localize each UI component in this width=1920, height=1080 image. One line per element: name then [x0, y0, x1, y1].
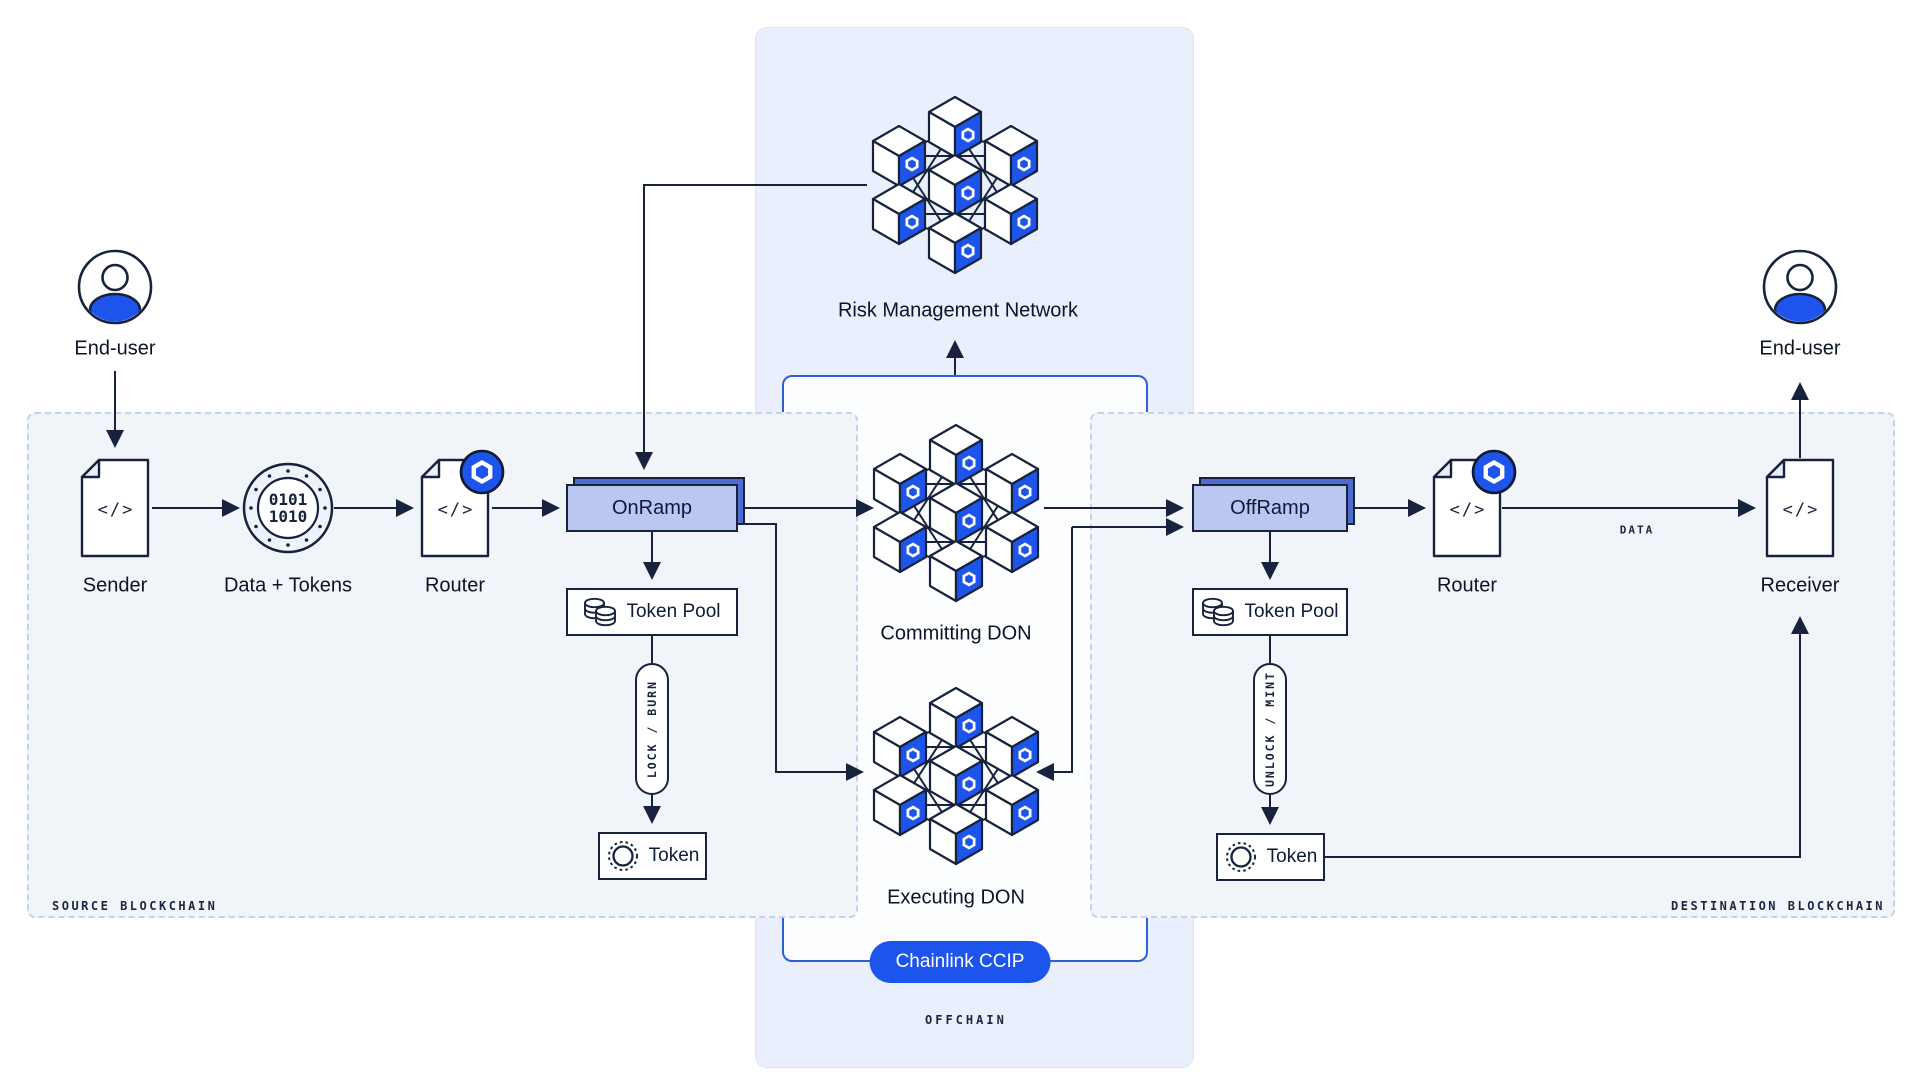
source-token-label: Token [648, 845, 700, 866]
source-router-doc-icon: </> [420, 458, 490, 558]
source-token-box: Token [598, 832, 707, 880]
onramp-box: OnRamp [566, 484, 738, 532]
svg-text:</>: </> [1450, 500, 1487, 520]
destination-token-box: Token [1216, 833, 1325, 881]
receiver-label: Receiver [1760, 574, 1840, 597]
source-token-pool-label: Token Pool [626, 601, 721, 622]
data-tokens-label: Data + Tokens [223, 574, 353, 597]
end-user-icon [1760, 247, 1840, 327]
sender-label: Sender [82, 574, 148, 597]
sender-doc-icon: </> [80, 458, 150, 558]
destination-panel-label: DESTINATION BLOCKCHAIN [1671, 899, 1885, 913]
committing-don-label: Committing DON [880, 622, 1032, 645]
destination-router-label: Router [1436, 574, 1498, 597]
offchain-label: OFFCHAIN [925, 1013, 1007, 1027]
executing-don-label: Executing DON [887, 886, 1025, 909]
data-flow-label: DATA [1619, 523, 1655, 537]
token-ring-icon [607, 840, 638, 872]
destination-token-pool-label: Token Pool [1244, 601, 1339, 622]
svg-text:0101: 0101 [269, 490, 308, 509]
chainlink-badge-icon [459, 449, 505, 495]
token-ring-icon [1225, 841, 1256, 873]
chainlink-badge-icon [1471, 449, 1517, 495]
end-user-label: End-user [1759, 337, 1841, 360]
committing-don-icon [868, 415, 1044, 611]
lock-burn-pill: LOCK / BURN [635, 663, 669, 795]
risk-management-network-label: Risk Management Network [837, 299, 1079, 322]
end-user-label: End-user [74, 337, 156, 360]
coin-stack-icon [1202, 597, 1235, 627]
destination-router-doc-icon: </> [1432, 458, 1502, 558]
svg-text:</>: </> [98, 500, 135, 520]
executing-don-icon [868, 678, 1044, 874]
receiver-doc-icon: </> [1765, 458, 1835, 558]
source-router-label: Router [424, 574, 486, 597]
end-user-icon [75, 247, 155, 327]
source-token-pool-box: Token Pool [566, 588, 738, 636]
data-tokens-icon: 0101 1010 [242, 462, 334, 554]
destination-token-pool-box: Token Pool [1192, 588, 1348, 636]
svg-text:</>: </> [438, 500, 475, 520]
coin-stack-icon [584, 597, 617, 627]
chainlink-ccip-badge: Chainlink CCIP [869, 941, 1051, 983]
risk-management-network-icon [867, 87, 1043, 283]
svg-text:1010: 1010 [269, 507, 308, 526]
source-panel-label: SOURCE BLOCKCHAIN [52, 899, 218, 913]
destination-token-label: Token [1266, 846, 1318, 867]
svg-text:</>: </> [1783, 500, 1820, 520]
offramp-box: OffRamp [1192, 484, 1348, 532]
unlock-mint-pill: UNLOCK / MINT [1253, 663, 1287, 795]
